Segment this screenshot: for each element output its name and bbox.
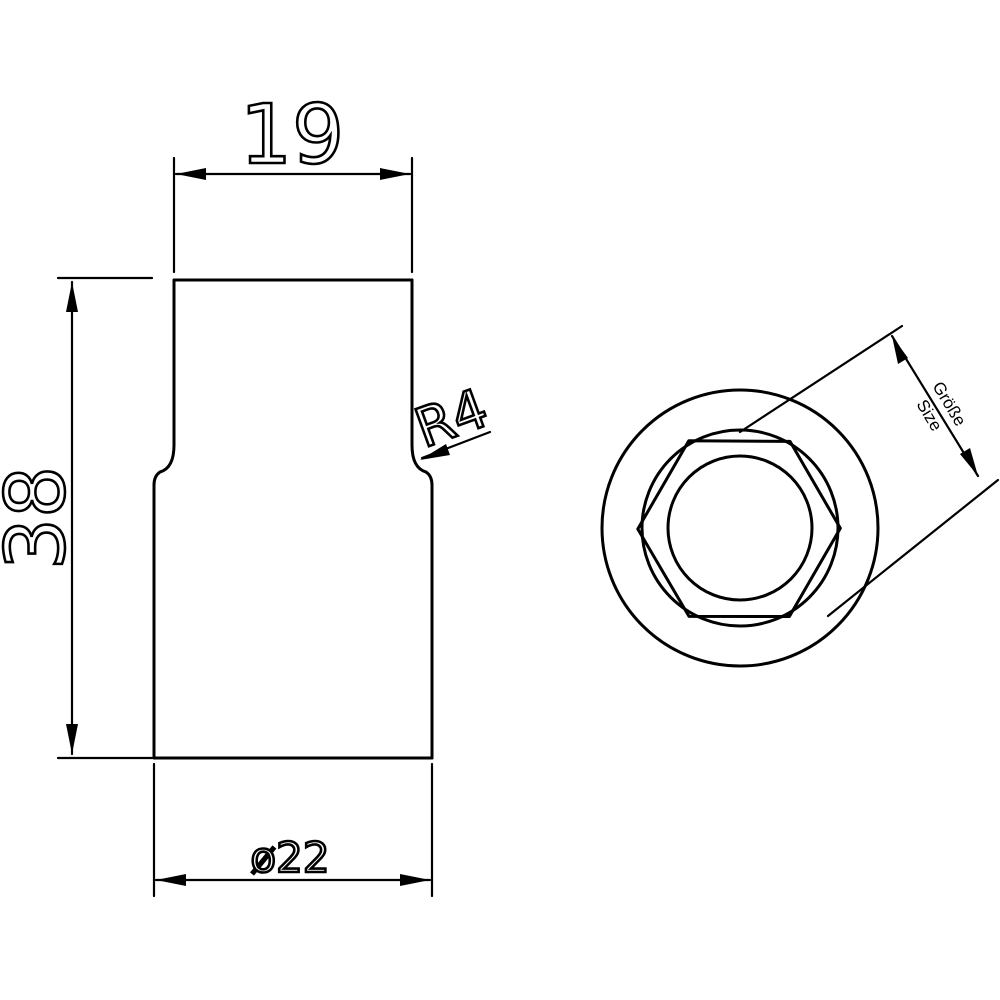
- dimension-size: Größe Size: [738, 324, 1000, 618]
- inner-bore-circle: [666, 454, 814, 602]
- hexagon-opening: [636, 439, 842, 619]
- dimension-height: 38: [0, 276, 154, 760]
- hex-inscribed-circle: [640, 428, 840, 628]
- size-arrowhead-upper: [892, 336, 908, 364]
- arrowhead-top: [66, 282, 78, 312]
- size-extension-upper: [738, 324, 904, 434]
- dim-text-r4: R4: [407, 376, 496, 460]
- arrowhead-right: [380, 168, 410, 180]
- size-extension-lower: [826, 478, 1000, 618]
- arrowhead-bottom-left: [156, 874, 186, 886]
- dimension-top-width: 19: [172, 87, 414, 274]
- arrowhead-left: [176, 168, 206, 180]
- arrowhead-bottom: [66, 724, 78, 754]
- dim-text-19: 19: [240, 88, 344, 183]
- arrowhead-bottom-right: [400, 874, 430, 886]
- dimension-bottom-diameter: ø22: [152, 762, 434, 898]
- radius-arrowhead: [420, 444, 450, 460]
- size-arrowhead-lower: [960, 448, 978, 476]
- dim-text-diameter-22: ø22: [250, 833, 329, 882]
- dim-text-38: 38: [0, 466, 84, 570]
- left-outline: [152, 278, 176, 760]
- socket-side-view: [152, 278, 434, 760]
- socket-end-view: [600, 388, 880, 668]
- outer-circle: [600, 388, 880, 668]
- dimension-radius: R4: [406, 375, 498, 461]
- right-outline: [410, 278, 434, 760]
